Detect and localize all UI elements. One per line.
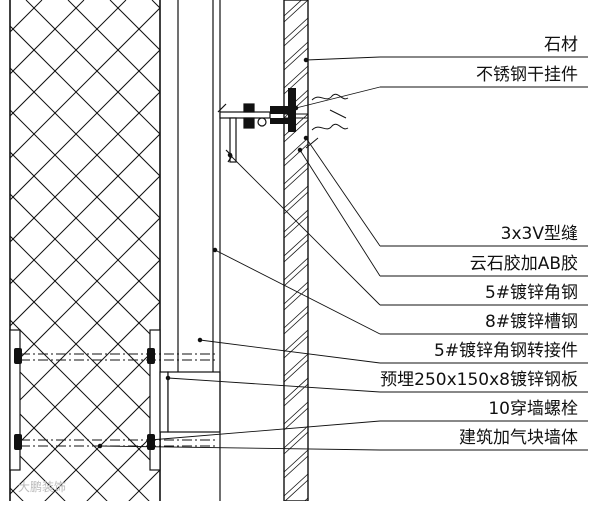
leader-glue [299,149,381,277]
leader-dot-stone [303,57,309,63]
leader-angle [229,154,381,306]
leader-dot-adapter [197,337,203,343]
leader-channel [214,249,381,335]
embedded-plate [159,371,169,433]
leader-stone [305,56,381,61]
leader-dot-glue [297,147,303,153]
leader-dot-joint [303,135,309,141]
stainless-hanger [270,88,296,132]
leader-dot-plate [165,375,171,381]
label-adapter: 5#镀锌角钢转接件 [433,341,578,361]
stone-panel [283,0,309,502]
label-plate: 预埋250x150x8镀锌钢板 [380,370,578,390]
leader-joint [305,137,381,247]
watermark: 大鹏装饰 [18,480,67,494]
label-angle: 5#镀锌角钢 [484,283,578,303]
leader-lines [97,56,588,451]
label-bolt: 10穿墙螺栓 [488,399,578,419]
bolt-nuts [14,348,155,450]
bolt-pads [9,329,161,471]
angle-steel [217,103,271,163]
leader-adapter [199,339,381,364]
leader-dot-bolt [147,437,153,443]
stone-hatch [284,0,308,501]
break-lines [305,93,349,149]
leader-dot-angle [227,152,233,158]
label-joint: 3x3V型缝 [500,224,578,244]
leader-bolt [149,420,381,441]
leader-plate [167,377,381,393]
leader-dot-channel [212,247,218,253]
label-channel: 8#镀锌槽钢 [484,312,578,332]
leader-dot-hanger [293,105,299,111]
leader-hanger [295,86,381,109]
channel-steel [177,0,221,501]
label-glue: 云石胶加AB胶 [469,254,578,274]
label-hanger: 不锈钢干挂件 [476,65,578,85]
label-stone: 石材 [544,35,578,55]
leader-wall [99,445,381,451]
leader-dot-wall [97,443,103,449]
label-wall: 建筑加气块墙体 [459,428,578,448]
angle-adapter [167,371,221,433]
